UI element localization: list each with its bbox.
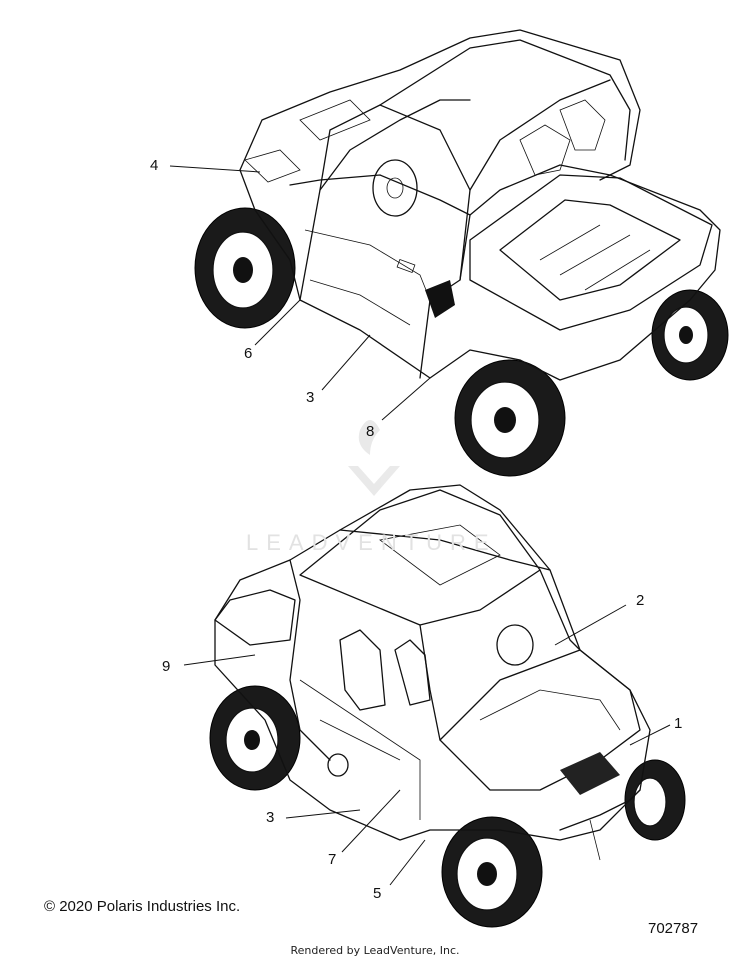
leader-3-top: [321, 334, 371, 391]
leader-5: [389, 839, 426, 886]
part-number: 702787: [648, 920, 699, 937]
rendered-by-text: Rendered by LeadVenture, Inc.: [290, 944, 460, 957]
wheel-rear-left-top: [651, 289, 729, 381]
leader-9: [183, 654, 256, 666]
leader-8: [381, 377, 431, 421]
leader-2: [554, 604, 627, 646]
wheel-front-right-bottom: [624, 759, 686, 841]
callout-4: 4: [150, 157, 159, 174]
callout-1: 1: [674, 715, 683, 732]
vehicle-rear-view: [194, 29, 729, 477]
callout-3-bottom: 3: [266, 809, 275, 826]
callout-9: 9: [162, 658, 171, 675]
callout-5: 5: [373, 885, 382, 902]
callout-3-top: 3: [306, 389, 315, 406]
wheel-rear-left-bottom: [209, 685, 301, 791]
watermark-text: LEADVENTURE: [246, 530, 497, 555]
watermark-logo: [348, 420, 400, 496]
copyright-text: © 2020 Polaris Industries Inc.: [44, 898, 241, 915]
callout-7: 7: [328, 851, 337, 868]
leader-7: [341, 789, 401, 853]
callout-2: 2: [636, 592, 645, 609]
wheel-front-left-top: [194, 207, 296, 329]
wheel-rear-right-top: [454, 359, 566, 477]
wheel-front-left-bottom: [441, 816, 543, 928]
leader-6: [254, 299, 301, 346]
leader-lines: [169, 165, 671, 886]
leader-4: [169, 165, 261, 173]
leader-1: [629, 724, 671, 746]
callout-8: 8: [366, 423, 375, 440]
vehicle-front-view: [209, 484, 686, 928]
callout-6: 6: [244, 345, 253, 362]
leader-3-bottom: [285, 809, 361, 819]
